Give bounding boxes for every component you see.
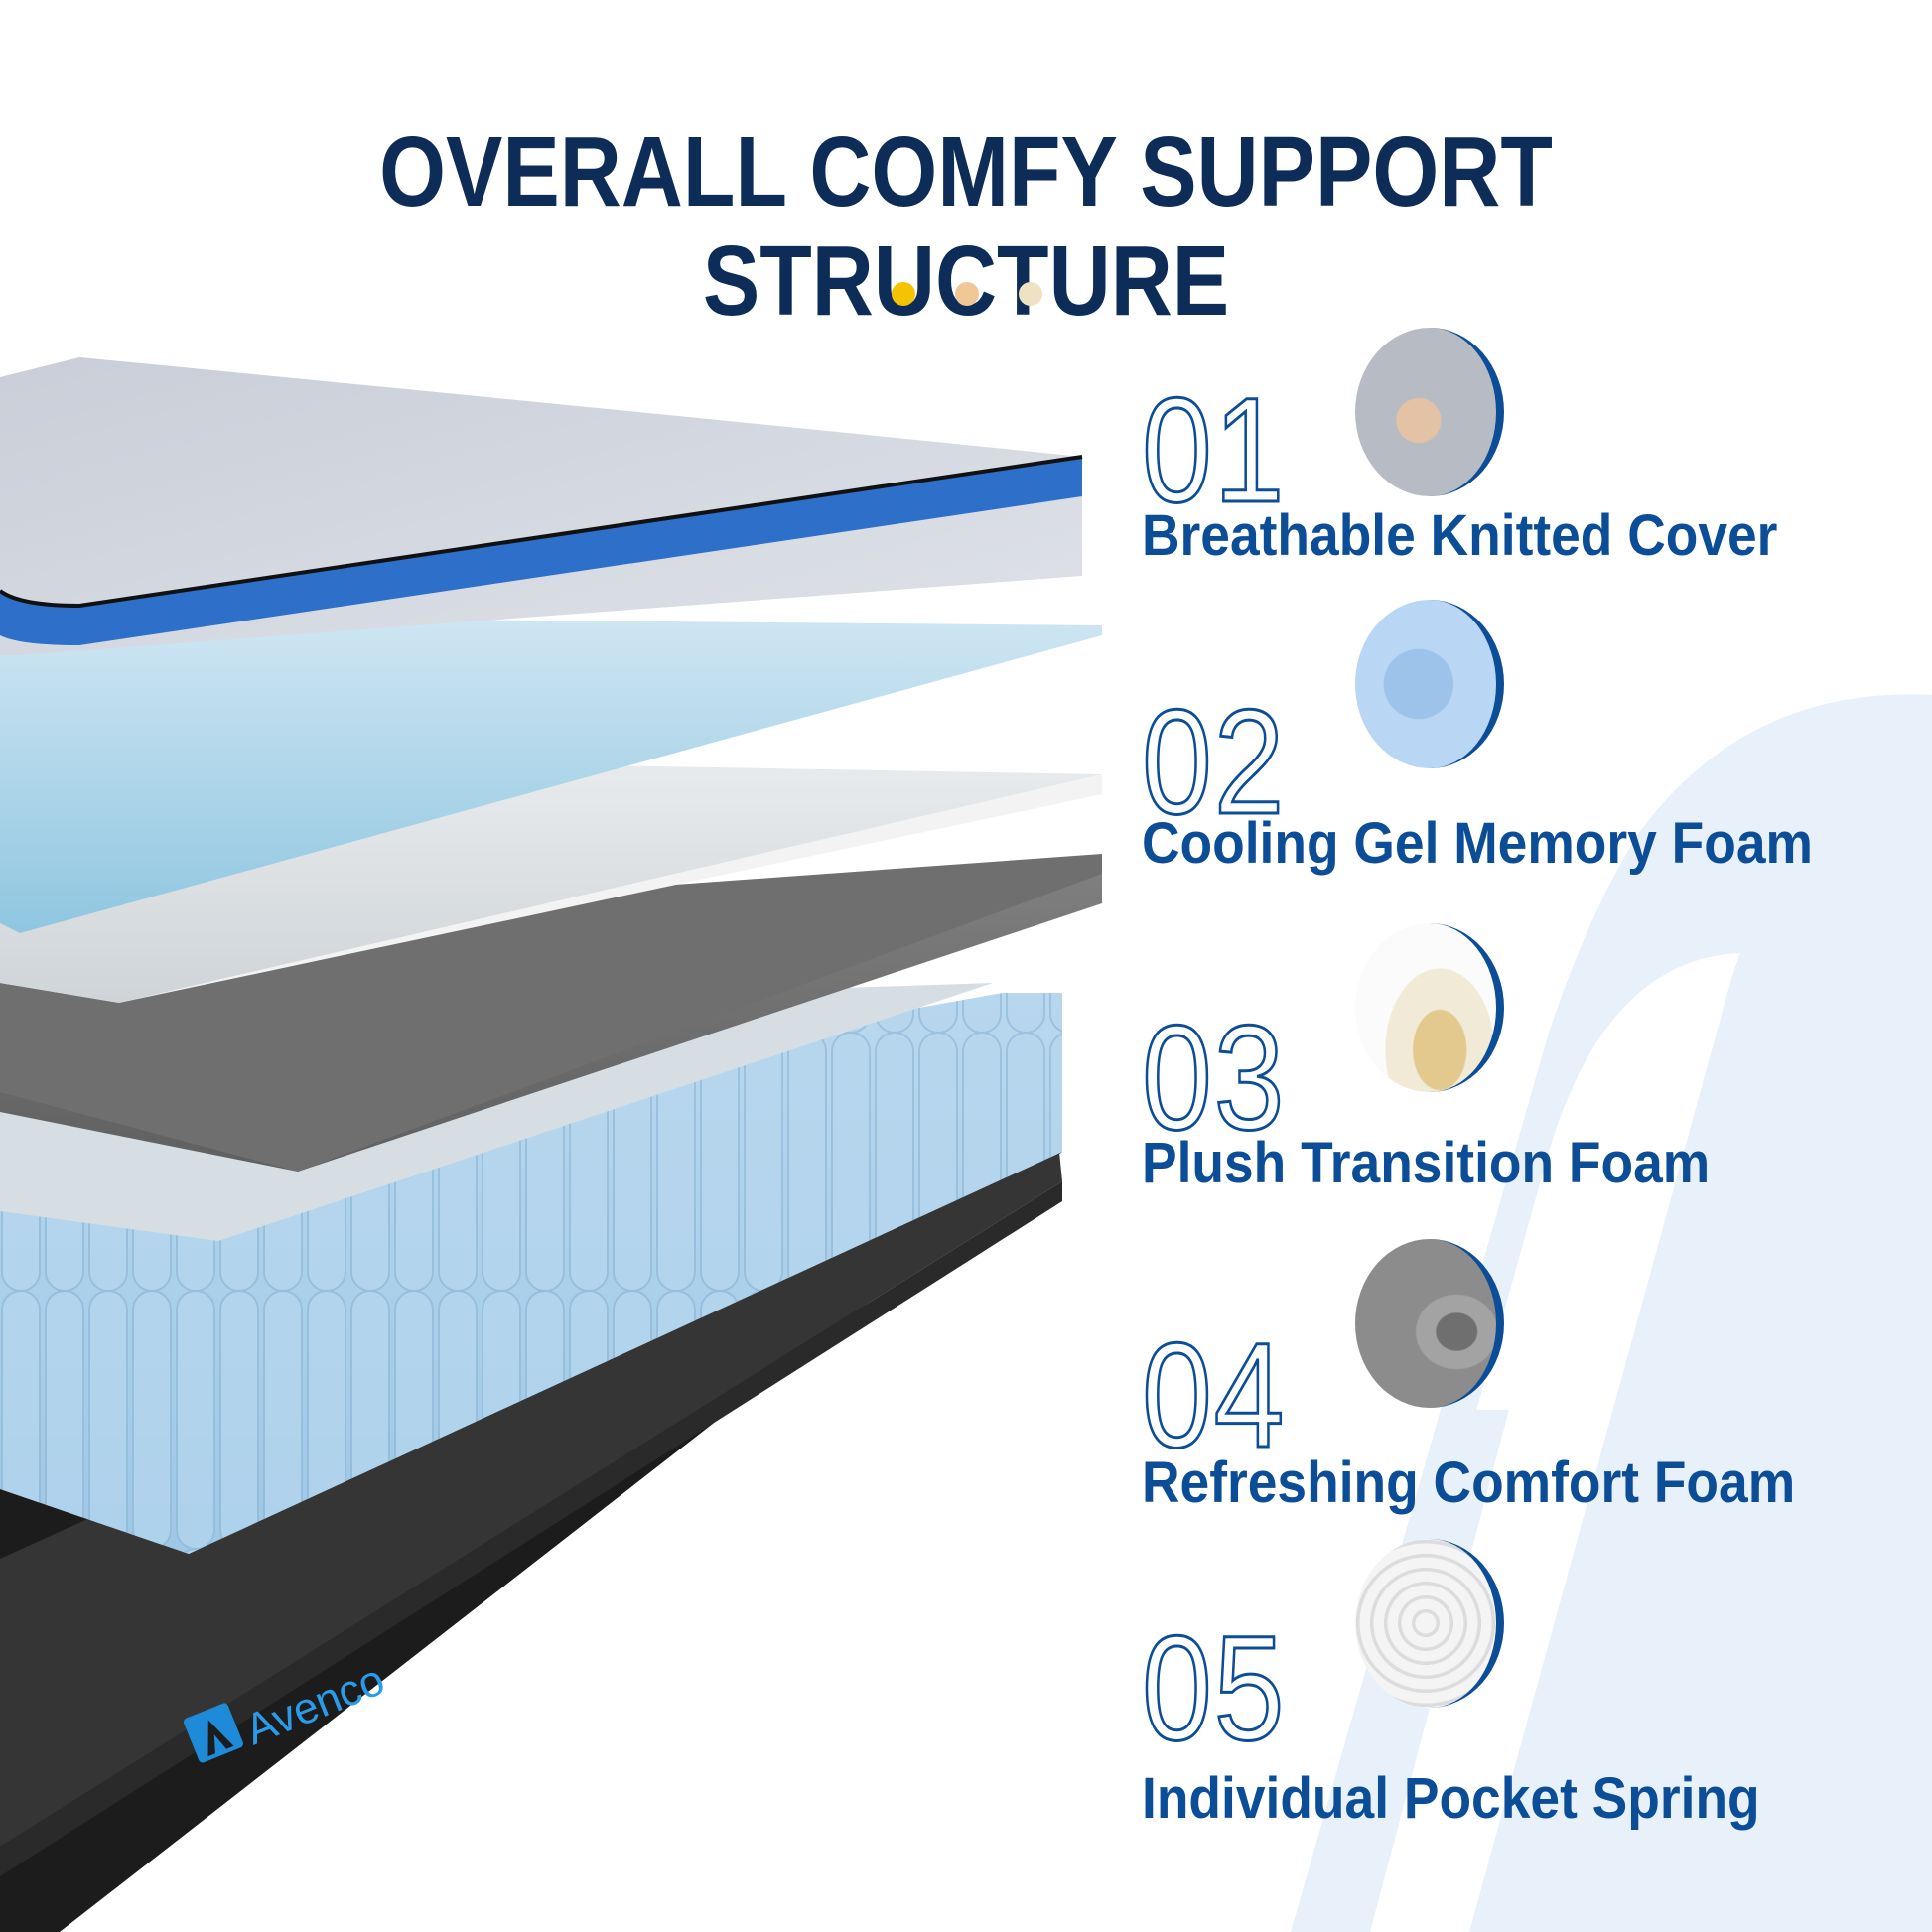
feature-number: 04 — [1141, 1311, 1287, 1478]
feature-label: Refreshing Comfort Foam — [1142, 1450, 1796, 1515]
feature-item-2: 02 Cooling Gel Memory Foam — [1141, 600, 1932, 961]
pager-dot-2[interactable] — [955, 282, 979, 306]
gel-memory-foam-handprint-icon — [1355, 600, 1504, 768]
feature-number: 03 — [1141, 994, 1287, 1161]
knitted-cover-layer — [0, 357, 1083, 655]
gel-memory-foam-layer — [0, 616, 1102, 933]
pager-dot-1[interactable] — [892, 282, 915, 306]
feature-label: Individual Pocket Spring — [1142, 1766, 1760, 1831]
avenco-a-logo-icon — [183, 1703, 244, 1763]
feature-item-4: 04 Refreshing Comfort Foam — [1141, 1239, 1932, 1608]
pager-dots — [892, 282, 1042, 306]
page-title: OVERALL COMFY SUPPORT STRUCTURE — [379, 116, 1553, 337]
feature-item-5: 05 Individual Pocket Spring — [1141, 1539, 1932, 1926]
pocket-spring-coil-icon — [1355, 1539, 1504, 1708]
feature-number: 01 — [1141, 366, 1287, 533]
comfort-foam-cutaway-icon — [1355, 1239, 1504, 1408]
feature-label: Cooling Gel Memory Foam — [1142, 811, 1813, 876]
feature-label: Plush Transition Foam — [1142, 1131, 1711, 1195]
feature-item-3: 03 Plush Transition Foam — [1141, 923, 1932, 1291]
feature-number: 02 — [1141, 678, 1287, 845]
mattress-layers-illustration: Avenco — [0, 357, 1102, 1932]
feature-label: Breathable Knitted Cover — [1142, 503, 1778, 568]
knitted-cover-hand-press-icon — [1355, 328, 1504, 496]
transition-foam-cutaway-icon — [1355, 923, 1504, 1092]
feature-number: 05 — [1141, 1604, 1287, 1771]
feature-item-1: 01 Breathable Knitted Cover — [1141, 328, 1932, 655]
pager-dot-3[interactable] — [1019, 282, 1042, 306]
